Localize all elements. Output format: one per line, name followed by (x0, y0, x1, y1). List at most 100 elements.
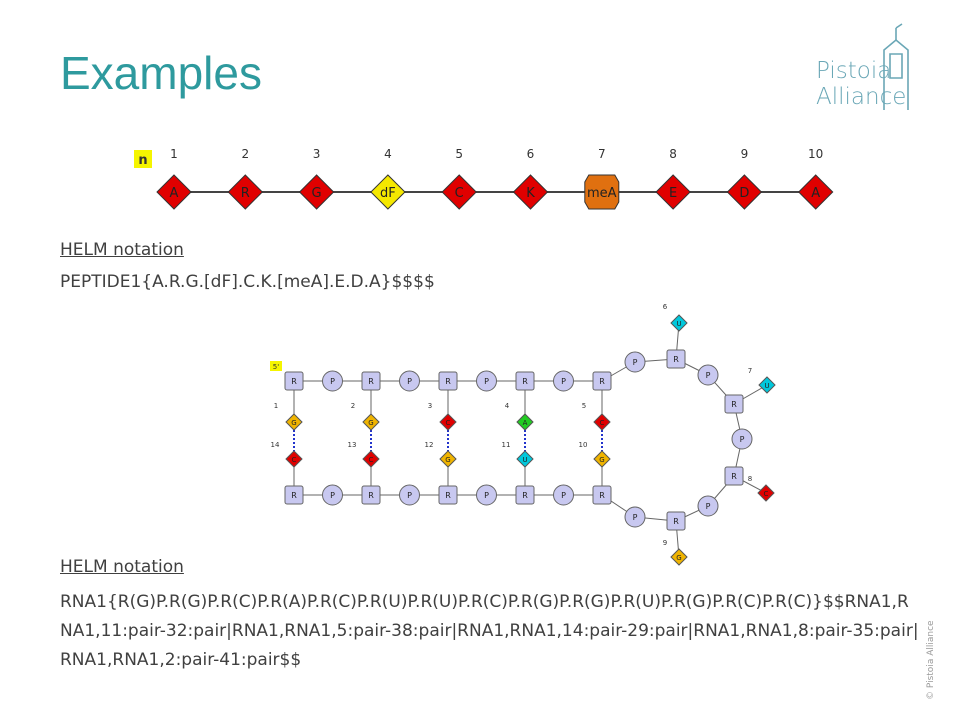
phosphate-label: P (407, 491, 412, 500)
phosphate-node (553, 370, 574, 392)
loop-base (757, 484, 775, 502)
top-base (516, 413, 534, 431)
phosphate-node (399, 484, 420, 506)
phosphate-label: P (330, 377, 335, 386)
bottom-base (593, 450, 611, 468)
rna-helm-heading: HELM notation (60, 557, 184, 577)
sugar-node (361, 371, 381, 391)
loop-base-number: 8 (748, 475, 752, 483)
monomer-diamond (655, 174, 691, 210)
bottom-base-label: G (445, 456, 450, 464)
top-base (285, 413, 303, 431)
loop-base-label: U (764, 382, 769, 390)
top-base-label: C (600, 419, 605, 427)
monomer-label: D (739, 186, 749, 201)
top-base-number: 2 (351, 402, 355, 410)
sugar-node (361, 485, 381, 505)
residue-number: 6 (527, 147, 535, 161)
residue-number: 2 (241, 147, 249, 161)
phosphate-node (731, 428, 753, 450)
five-prime-marker (270, 361, 282, 371)
phosphate-node (476, 484, 497, 506)
phosphate-node (399, 370, 420, 392)
logo-line-2: Alliance (816, 84, 907, 110)
residue-number: 9 (741, 147, 749, 161)
top-base-number: 5 (582, 402, 586, 410)
sugar-node (592, 485, 612, 505)
five-prime-label: 5' (273, 363, 279, 371)
residue-number: 7 (598, 147, 606, 161)
copyright-text: © Pistoia Alliance (926, 620, 936, 700)
top-base-label: G (368, 419, 373, 427)
monomer-diamond (726, 174, 763, 210)
monomer-octagon (584, 174, 620, 210)
phosphate-label: P (561, 377, 566, 386)
phosphate-label: P (484, 377, 489, 386)
bottom-base-label: G (599, 456, 604, 464)
monomer-diamond (156, 174, 192, 210)
phosphate-node (624, 506, 646, 528)
sugar-label: R (445, 377, 451, 386)
top-base-number: 1 (274, 402, 278, 410)
sugar-node (438, 485, 458, 505)
logo-text: Pistoia Alliance (816, 58, 906, 110)
sugar-label: R (731, 472, 737, 481)
monomer-diamond (370, 174, 406, 210)
residue-number: 5 (455, 147, 463, 161)
sugar-label: R (522, 377, 528, 386)
bottom-base-number: 10 (579, 441, 588, 449)
monomer-label: G (312, 186, 322, 201)
monomer-diamond (512, 174, 549, 210)
residue-number: 10 (808, 147, 823, 161)
loop-base-label: U (676, 320, 681, 328)
phosphate-label: P (484, 491, 489, 500)
sugar-node (724, 394, 744, 414)
sugar-node (515, 485, 535, 505)
sugar-node (284, 371, 304, 391)
sugar-label: R (673, 517, 679, 526)
top-base (362, 413, 380, 431)
sugar-node (724, 466, 744, 486)
peptide-helm-string: PEPTIDE1{A.R.G.[dF].C.K.[meA].E.D.A}$$$$ (60, 272, 435, 292)
phosphate-label: P (633, 513, 638, 522)
loop-base (670, 314, 688, 332)
page-title: Examples (60, 47, 262, 99)
monomer-label: K (526, 186, 535, 201)
bottom-base-number: 13 (348, 441, 357, 449)
loop-base (758, 376, 776, 394)
sugar-label: R (673, 355, 679, 364)
phosphate-label: P (407, 377, 412, 386)
sugar-label: R (522, 491, 528, 500)
sugar-node (592, 371, 612, 391)
residue-number: 8 (669, 147, 677, 161)
monomer-label: dF (380, 186, 396, 201)
bottom-base-label: C (292, 456, 297, 464)
bottom-base (516, 450, 534, 468)
bottom-base-label: C (369, 456, 374, 464)
top-base (439, 413, 457, 431)
top-base-number: 3 (428, 402, 432, 410)
bottom-base-number: 12 (425, 441, 434, 449)
phosphate-node (697, 495, 719, 517)
phosphate-label: P (330, 491, 335, 500)
monomer-diamond (441, 174, 477, 210)
phosphate-label: P (706, 371, 711, 380)
monomer-diamond (227, 174, 264, 210)
bottom-base (439, 450, 457, 468)
top-base-label: A (523, 419, 528, 427)
phosphate-node (476, 370, 497, 392)
monomer-label: C (455, 186, 464, 201)
phosphate-label: P (561, 491, 566, 500)
monomer-diamond (797, 174, 834, 210)
top-base-label: G (291, 419, 296, 427)
bottom-base-number: 11 (502, 441, 511, 449)
phosphate-label: P (633, 358, 638, 367)
phosphate-node (322, 484, 343, 506)
residue-number: 3 (313, 147, 321, 161)
sugar-label: R (599, 377, 605, 386)
sugar-node (666, 511, 686, 531)
top-base-number: 4 (505, 402, 510, 410)
monomer-label: meA (587, 186, 617, 201)
bottom-base-label: U (522, 456, 527, 464)
